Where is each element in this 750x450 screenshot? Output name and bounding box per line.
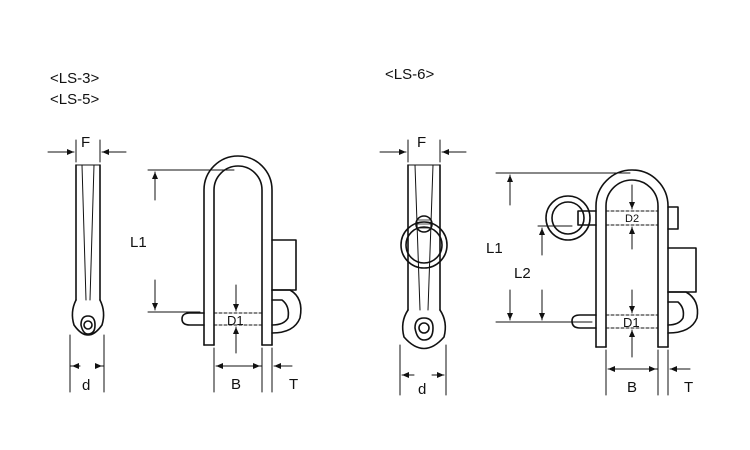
dimension-T-left xyxy=(249,347,293,393)
label-D1-left: D1 xyxy=(227,313,244,328)
dimension-L1-right xyxy=(495,172,631,323)
dimension-d-right xyxy=(399,344,447,396)
right-side-view xyxy=(400,164,448,350)
label-T-right: T xyxy=(684,379,693,396)
label-d-right: d xyxy=(418,381,426,398)
label-L1-left: L1 xyxy=(130,234,147,251)
label-B-left: B xyxy=(231,376,241,393)
left-side-view xyxy=(71,164,105,336)
label-F-left: F xyxy=(81,134,90,151)
dimension-F-left xyxy=(47,139,127,163)
title-ls6: <LS-6> xyxy=(385,66,435,83)
label-F-right: F xyxy=(417,134,426,151)
left-front-view xyxy=(181,155,302,346)
dimension-L2-right xyxy=(537,225,573,321)
label-L1-right: L1 xyxy=(486,240,503,257)
label-D2-right: D2 xyxy=(625,213,639,225)
title-ls5: <LS-5> xyxy=(50,91,100,108)
label-L2-right: L2 xyxy=(514,265,531,282)
title-ls3: <LS-3> xyxy=(50,70,100,87)
label-T-left: T xyxy=(289,376,298,393)
dimension-d-left xyxy=(69,334,105,393)
label-d-left: d xyxy=(82,377,90,394)
label-B-right: B xyxy=(627,379,637,396)
label-D1-right: D1 xyxy=(623,315,640,330)
right-front-view xyxy=(545,169,699,348)
dimension-T-right xyxy=(645,349,691,396)
dimension-L1-left xyxy=(147,169,235,313)
dimension-F-right xyxy=(379,139,467,163)
